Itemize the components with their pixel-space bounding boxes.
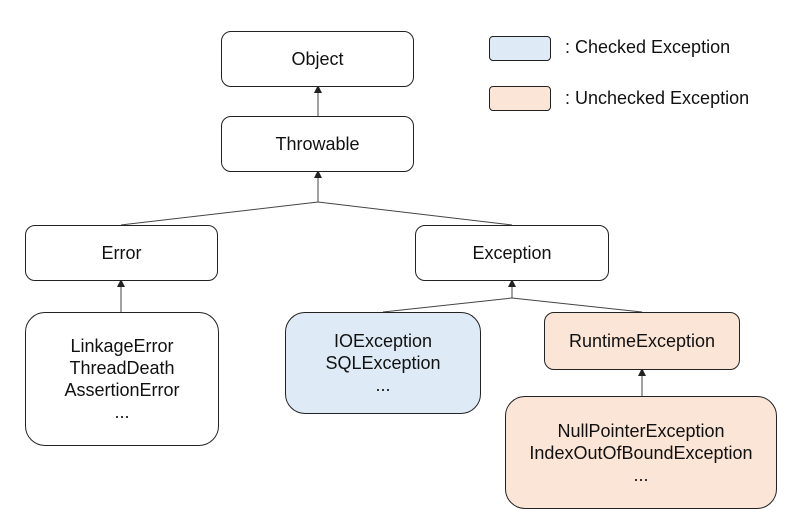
legend-checked-swatch (489, 36, 551, 61)
runtime-exception-node: RuntimeException (544, 312, 740, 370)
edge-exception-to-throwable (317, 201, 513, 226)
exception-label: Exception (472, 243, 552, 263)
error-subclasses-node: LinkageError ThreadDeath AssertionError … (25, 312, 219, 446)
legend-unchecked-label: : Unchecked Exception (565, 88, 750, 108)
object-label: Object (291, 49, 344, 69)
legend-unchecked-swatch (489, 86, 551, 111)
edge-checked-to-exception (382, 297, 513, 313)
unchecked-exception-item: NullPointerException (557, 420, 725, 441)
error-subclass-item: ThreadDeath (69, 358, 175, 378)
legend-checked-label: : Checked Exception (565, 37, 731, 57)
error-node: Error (25, 225, 218, 281)
checked-exception-item: SQLException (325, 353, 441, 373)
throwable-label: Throwable (275, 134, 360, 154)
unchecked-exceptions-node: NullPointerException IndexOutOfBoundExce… (505, 396, 777, 509)
checked-exception-item: ... (375, 375, 391, 395)
throwable-node: Throwable (221, 116, 414, 172)
error-label: Error (101, 243, 142, 263)
runtime-exception-label: RuntimeException (568, 331, 716, 351)
object-node: Object (221, 31, 414, 87)
checked-exceptions-node: IOException SQLException ... (285, 312, 481, 414)
edge-runtime-to-exception (511, 297, 643, 313)
unchecked-exception-item: ... (633, 464, 649, 485)
edge-error-to-throwable (120, 201, 319, 226)
checked-exception-item: IOException (333, 331, 433, 351)
error-subclass-item: ... (114, 402, 130, 422)
unchecked-exception-item: IndexOutOfBoundException (529, 442, 753, 463)
error-subclass-item: AssertionError (64, 380, 180, 400)
error-subclass-item: LinkageError (70, 336, 174, 356)
exception-node: Exception (415, 225, 609, 281)
